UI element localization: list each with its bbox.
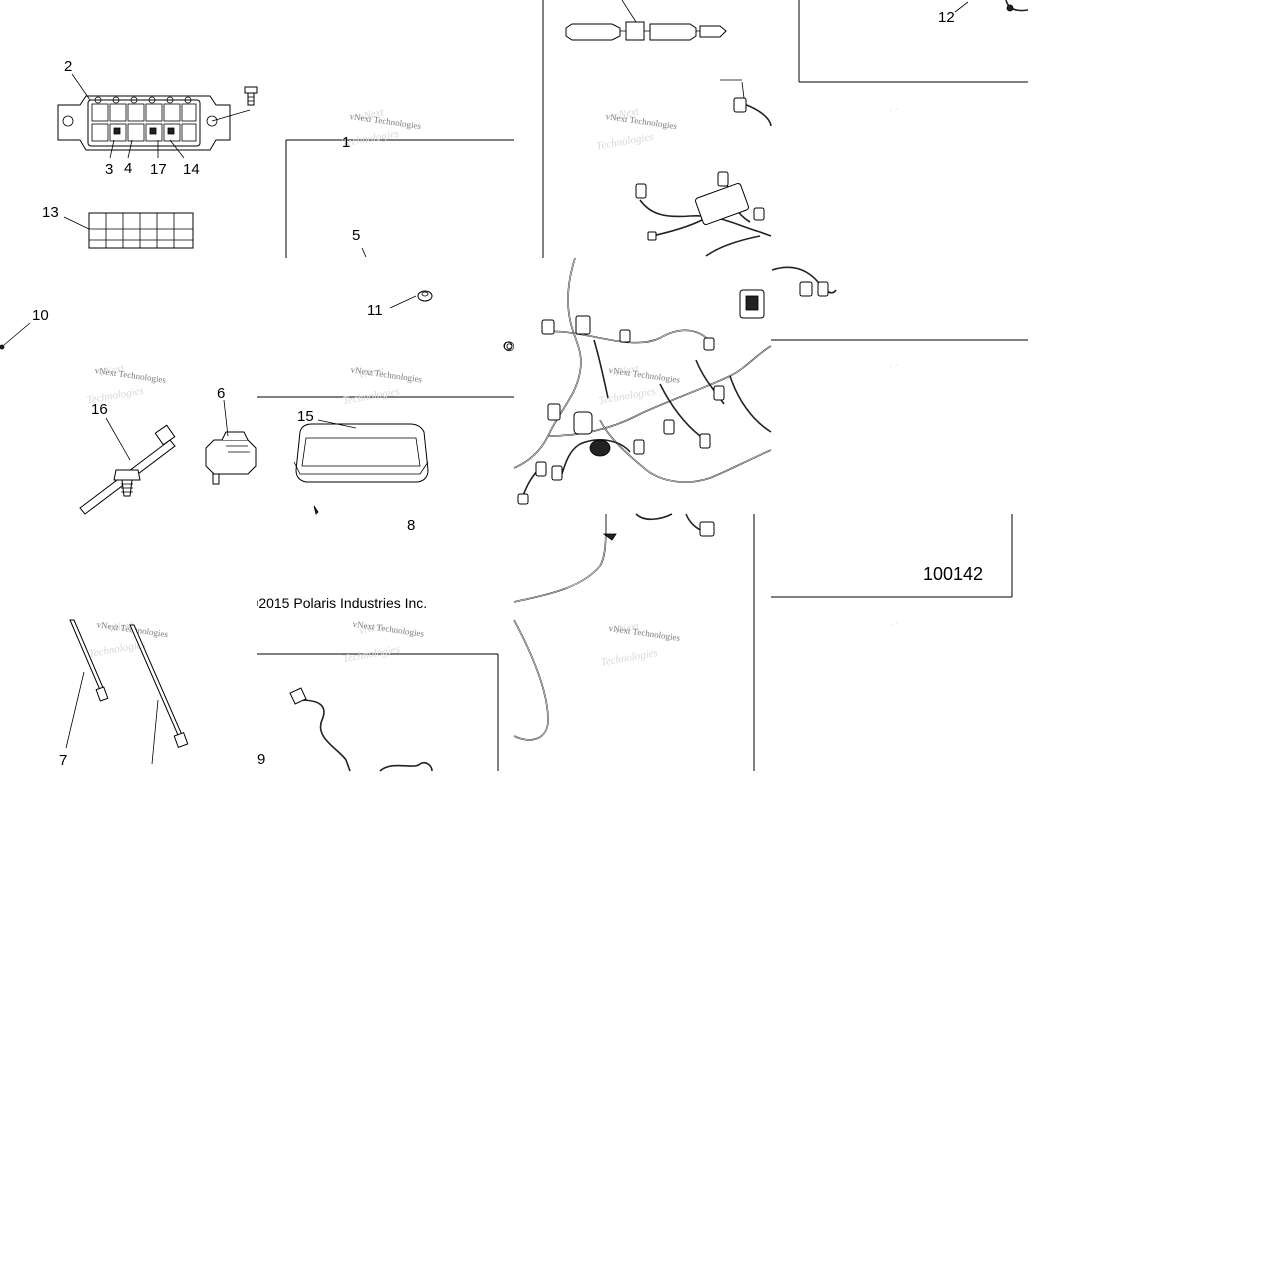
reference-number: 100142	[923, 564, 983, 584]
svg-text:vNext: vNext	[613, 620, 641, 637]
svg-text:Technologies: Technologies	[600, 647, 659, 669]
frame-lines	[257, 0, 1028, 771]
svg-text:vNext: vNext	[108, 618, 136, 635]
callout-2: 2	[64, 58, 72, 75]
callout-13: 13	[42, 204, 59, 221]
leader-10	[3, 322, 31, 346]
callout-3: 3	[105, 161, 113, 178]
svg-text:· ·: · ·	[888, 360, 899, 374]
callout-14: 14	[183, 161, 200, 178]
callout-16: 16	[91, 401, 108, 418]
callout-12: 12	[938, 9, 955, 26]
watermark-5: vNext Technologies	[608, 365, 681, 385]
callout-17: 17	[150, 161, 167, 178]
harness-connector-top	[565, 0, 727, 41]
figure-info: © ©2015 Polaris Industries Inc. 100142	[230, 338, 983, 614]
harness-upper-right	[635, 79, 772, 257]
harness-lower-fragments	[513, 513, 715, 741]
svg-text:Technologies: Technologies	[342, 385, 401, 407]
callout-15: 15	[297, 408, 314, 425]
svg-text:vNext: vNext	[98, 362, 126, 379]
clip-part-6	[205, 399, 257, 485]
leader-5	[361, 247, 367, 258]
svg-text:· ·: · ·	[888, 618, 899, 632]
watermark-2: vNext Technologies	[605, 111, 678, 131]
svg-text:vNext: vNext	[358, 620, 386, 637]
watermarks: vNext vNext Technologies Technologies vN…	[86, 104, 899, 669]
svg-text:vNext: vNext	[358, 106, 386, 123]
callout-7: 7	[59, 752, 67, 769]
callout-9: 9	[257, 751, 265, 768]
fuse-box-part	[57, 86, 258, 151]
callout-11: 11	[367, 302, 383, 319]
wire-part-9	[289, 687, 433, 772]
leaders-fusebox	[71, 73, 185, 159]
callout-1: 1	[342, 134, 350, 151]
part-8-fragment	[313, 505, 319, 515]
callout-4: 4	[124, 160, 132, 177]
svg-text:Technologies: Technologies	[342, 643, 401, 665]
svg-text:vNext: vNext	[358, 364, 386, 381]
callout-8: 8	[407, 517, 415, 534]
svg-text:vNext: vNext	[613, 362, 641, 379]
grommet-part-11	[389, 290, 433, 309]
fuse-label-decal-part	[63, 212, 194, 249]
callout-5: 5	[352, 227, 360, 244]
callout-6: 6	[217, 385, 225, 402]
cover-part-15	[293, 419, 429, 483]
part-10-fragment	[0, 344, 5, 350]
callout-10: 10	[32, 307, 49, 324]
cable-tie-mount-part-16	[79, 417, 176, 515]
svg-text:Technologies: Technologies	[595, 131, 654, 153]
cable-ties-part-7	[65, 619, 189, 765]
watermark-3: vNext Technologies	[94, 365, 167, 385]
watermark-1: vNext Technologies	[349, 111, 422, 131]
part-12-fragment	[954, 0, 1029, 13]
svg-text:· ·: · ·	[888, 104, 899, 118]
svg-text:vNext: vNext	[613, 105, 641, 122]
main-wiring-harness	[503, 257, 837, 505]
watermark-4: vNext Technologies	[350, 365, 423, 385]
copyright-fragment: ©	[504, 338, 515, 354]
watermark-8: vNext Technologies	[608, 623, 681, 643]
copyright-text: ©2015 Polaris Industries Inc.	[248, 595, 427, 611]
callout-numbers: 1 2 3 4 5 6 7 8 9 10 11 12 13 14 15 16 1…	[32, 9, 955, 769]
